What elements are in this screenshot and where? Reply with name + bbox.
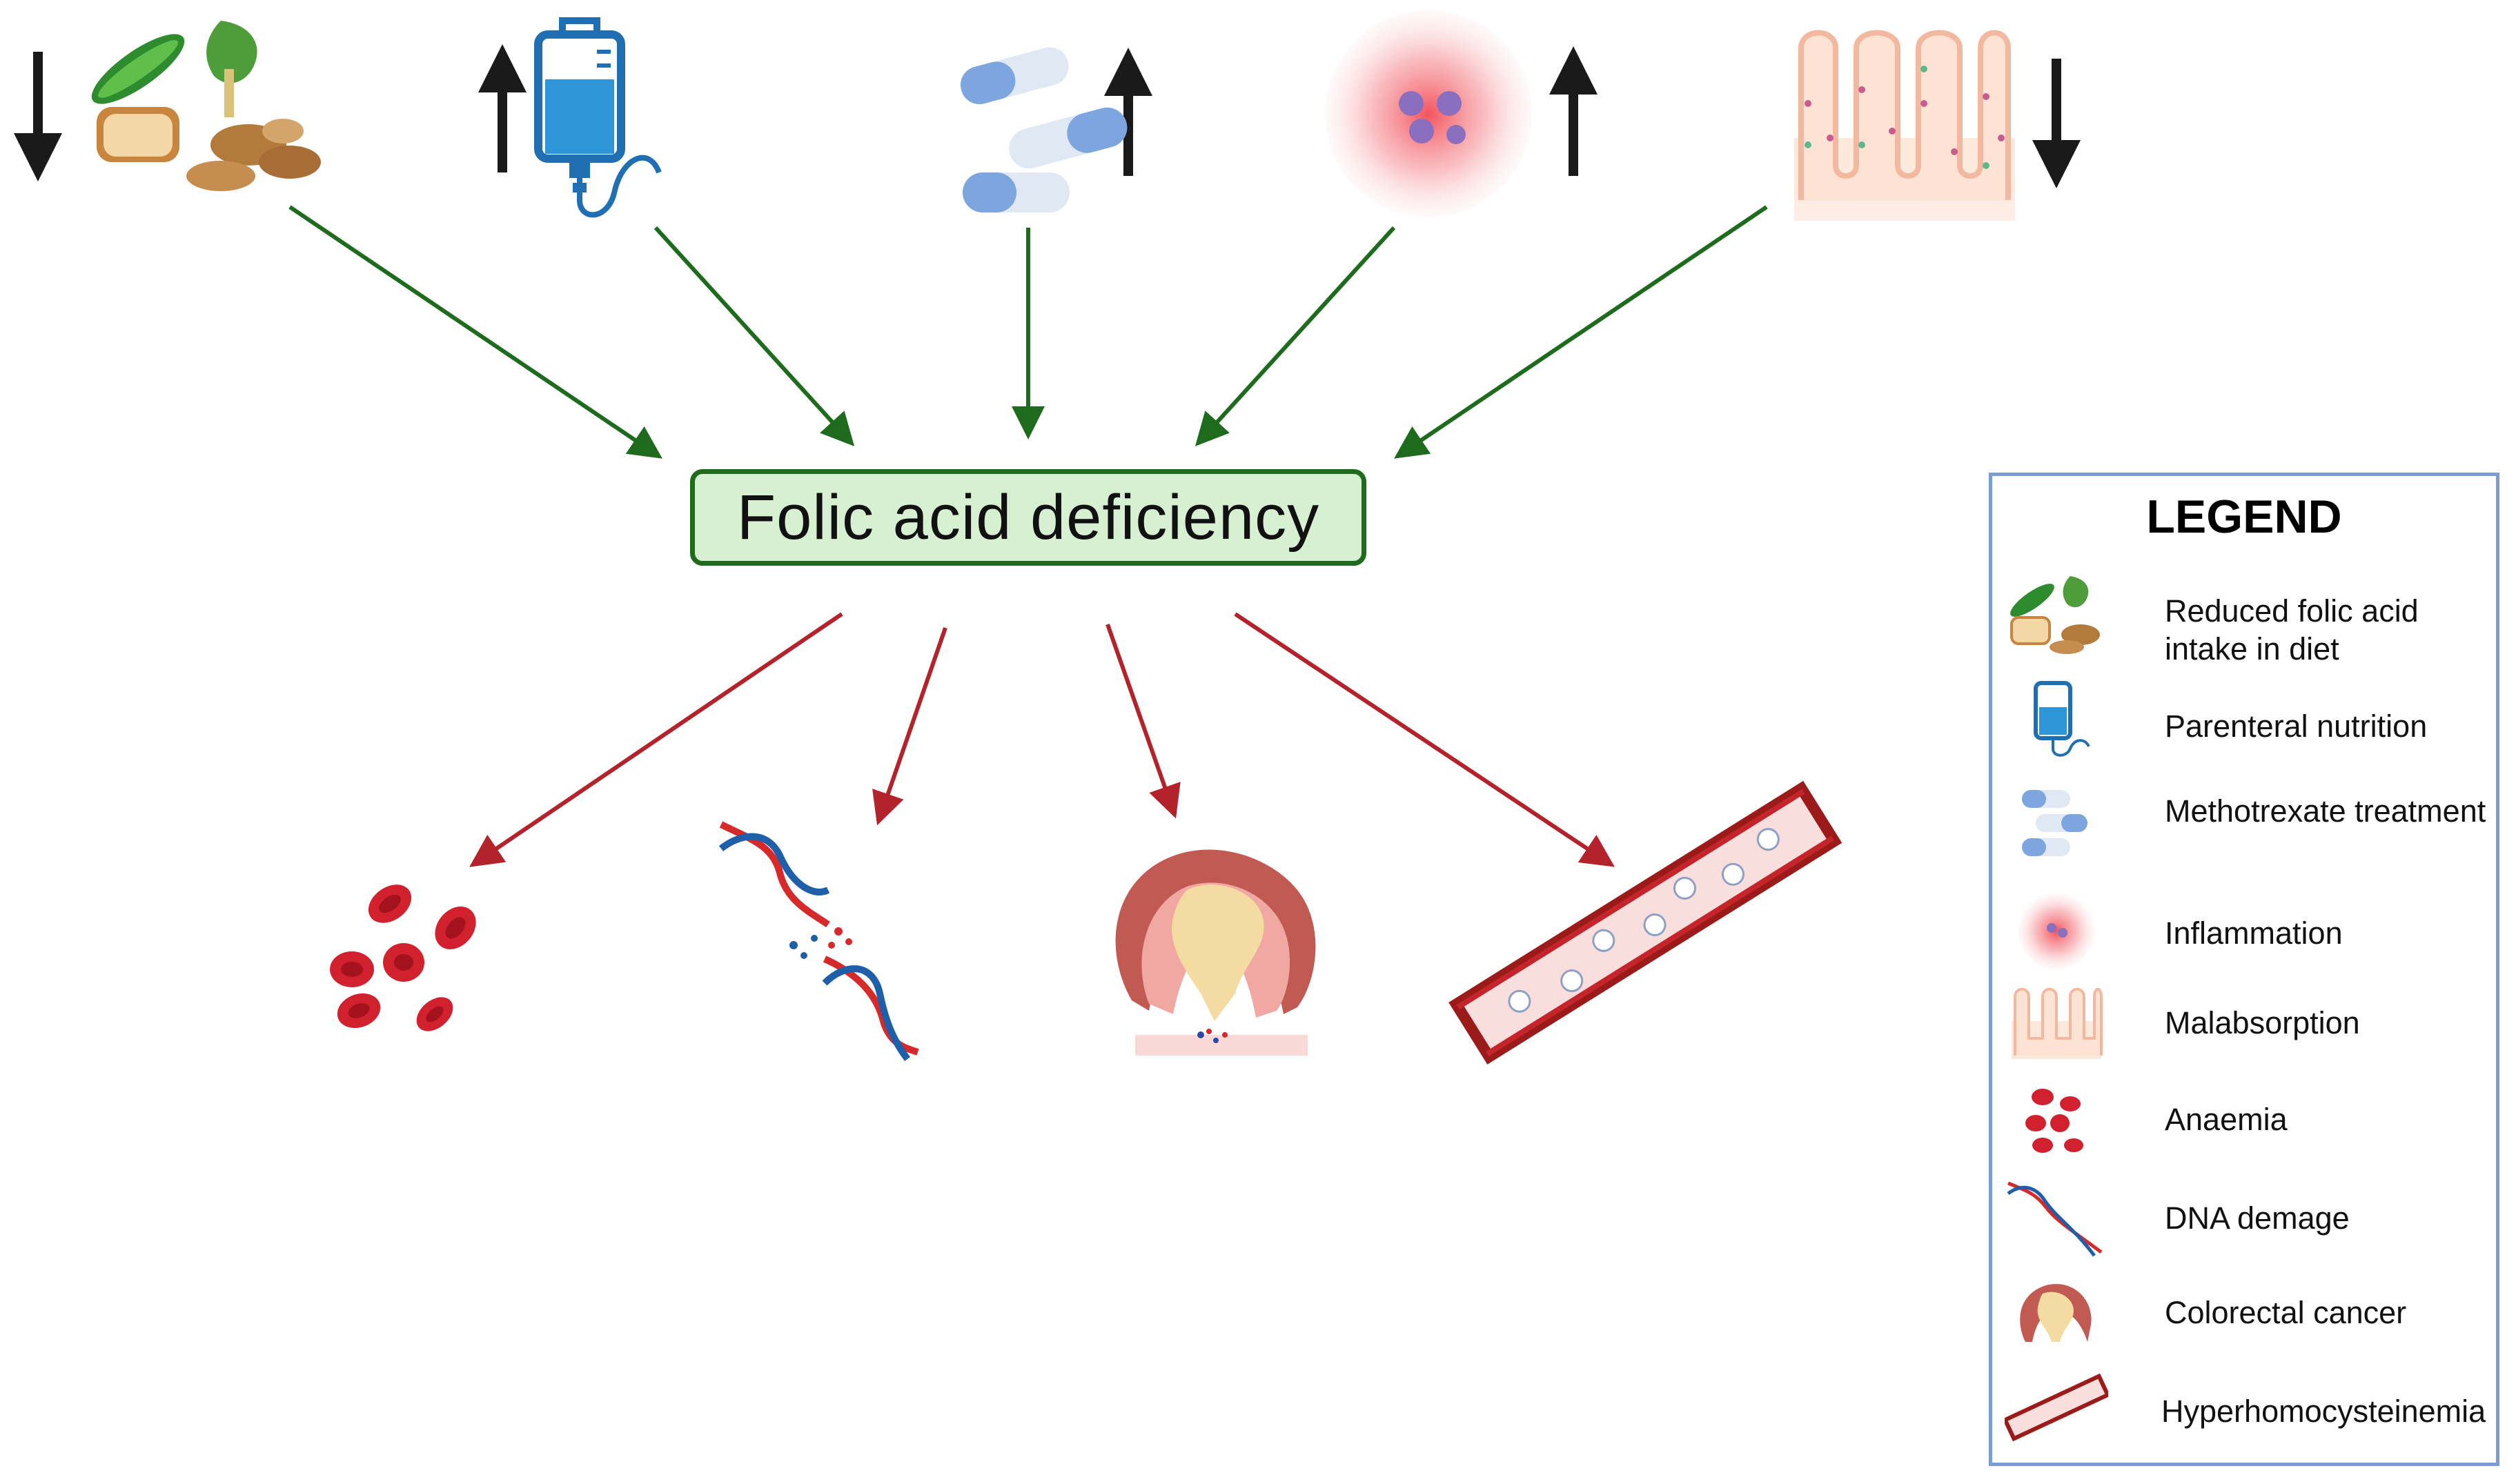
legend-inflammation-icon (2018, 893, 2094, 969)
legend-label-malabsorption: Malabsorption (2165, 1005, 2360, 1040)
legend-title: LEGEND (2146, 491, 2342, 543)
legend-label-inflammation: Inflammation (2165, 916, 2343, 951)
cause-arrow-5 (1394, 205, 1768, 459)
red-blood-cells-icon (330, 884, 476, 1031)
legend-label-parenteral: Parenteral nutrition (2165, 709, 2428, 744)
colorectal-tumor-icon (1115, 849, 1316, 1056)
iv-bag-icon (534, 17, 662, 218)
dna-icon (718, 821, 919, 1061)
inflammation-icon (1325, 10, 1532, 217)
effect-arrow-4 (1234, 612, 1615, 867)
legend-pills-icon (2022, 790, 2087, 856)
effect-arrow-1 (469, 612, 843, 867)
pills-icon (960, 47, 1128, 212)
food-icon (91, 21, 321, 191)
effect-arrow-2 (872, 627, 947, 826)
legend-label-methotrexate: Methotrexate treatment (2165, 793, 2486, 829)
legend-label-hyperhomocysteinemia: Hyperhomocysteinemia (2161, 1394, 2486, 1429)
cause-arrow-1 (288, 205, 662, 459)
legend-vessel-icon (2005, 1373, 2108, 1442)
blood-vessel-icon (1448, 780, 1842, 1065)
cause-arrow-2 (653, 226, 855, 446)
legend-dna-icon (2007, 1181, 2103, 1257)
legend-label-anaemia: Anaemia (2165, 1102, 2288, 1137)
legend: LEGEND Reduced folic acid intake in diet… (1989, 473, 2499, 1466)
legend-label-colorectal: Colorectal cancer (2165, 1295, 2407, 1330)
folic-acid-deficiency-box: Folic acid deficiency (690, 469, 1366, 566)
intestinal-villi-icon (1794, 30, 2015, 221)
effect-arrow-3 (1105, 624, 1181, 819)
legend-label-dna: DNA demage (2165, 1200, 2350, 1236)
legend-villi-icon (2012, 987, 2103, 1059)
legend-iv-bag-icon (2034, 681, 2090, 757)
legend-rbc-icon (2025, 1089, 2083, 1153)
legend-tumor-icon (2020, 1284, 2092, 1342)
legend-label-diet: Reduced folic acid intake in diet (2165, 593, 2419, 666)
cause-arrow-4 (1195, 226, 1396, 446)
legend-food-icon (2010, 576, 2100, 654)
